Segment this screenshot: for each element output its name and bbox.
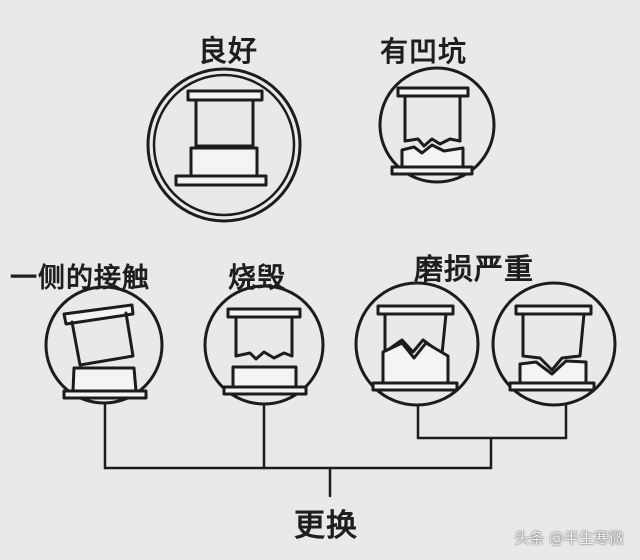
label-severe-wear: 磨损严重: [414, 252, 535, 286]
burnt-contact-icon: [203, 284, 325, 406]
one-side-contact-icon: [44, 285, 164, 405]
label-dent: 有凹坑: [380, 35, 468, 68]
label-burnt: 烧毁: [228, 261, 287, 294]
worn-contact-icon-a: [354, 281, 480, 407]
dented-contact-icon: [378, 66, 496, 184]
worn-contact-icon-b: [491, 281, 617, 407]
label-good: 良好: [198, 34, 259, 68]
watermark: 头条 @半生寒微: [514, 529, 624, 547]
label-replace: 更换: [294, 508, 358, 544]
label-one-side-contact: 一侧的接触: [10, 263, 150, 294]
good-contact-icon: [146, 67, 302, 223]
connector-lines: [103, 401, 568, 498]
